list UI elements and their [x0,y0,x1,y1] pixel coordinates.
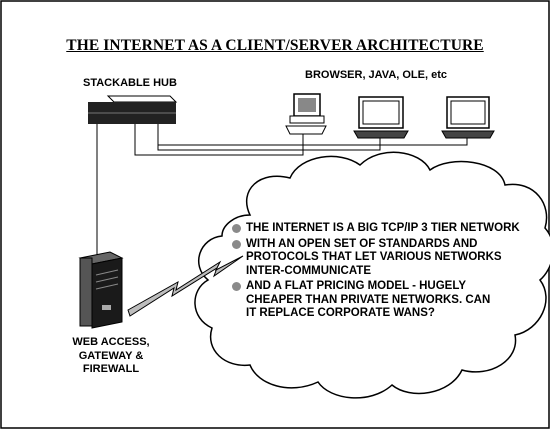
server-label-line-3: FIREWALL [82,363,140,375]
bullet-dot-icon [232,282,241,291]
lightning-link-icon [127,255,244,317]
server-label-line-2: GATEWAY & [78,349,144,362]
server-label-line-1: WEB ACCESS, [72,336,150,348]
network-wiring [96,124,468,255]
cloud-shape [194,151,550,399]
server-label: WEB ACCESS, GATEWAY & FIREWALL [56,336,166,377]
laptop-icon-2 [441,96,495,139]
stackable-hub-icon [88,95,178,124]
bullet-item: THE INTERNET IS A BIG TCP/IP 3 TIER NETW… [232,222,546,236]
bullet-dot-icon [232,239,241,249]
bullet-text: AND A FLAT PRICING MODEL - HUGELY CHEAPE… [246,280,491,319]
bullet-item: WITH AN OPEN SET OF STANDARDS AND PROTOC… [232,238,514,279]
clients-label: BROWSER, JAVA, OLE, etc [305,69,448,81]
slide-title: THE INTERNET AS A CLIENT/SERVER ARCHITEC… [66,37,484,54]
bullet-dot-icon [232,224,241,233]
hub-label: STACKABLE HUB [83,77,177,89]
bullet-text: THE INTERNET IS A BIG TCP/IP 3 TIER NETW… [246,222,520,234]
cloud-bullet-list: THE INTERNET IS A BIG TCP/IP 3 TIER NETW… [232,222,550,323]
bullet-item: AND A FLAT PRICING MODEL - HUGELY CHEAPE… [232,280,501,321]
bullet-text: WITH AN OPEN SET OF STANDARDS AND PROTOC… [246,237,502,277]
laptop-icon [353,96,409,139]
desktop-computer-icon [285,93,327,135]
server-tower-icon [78,251,124,329]
